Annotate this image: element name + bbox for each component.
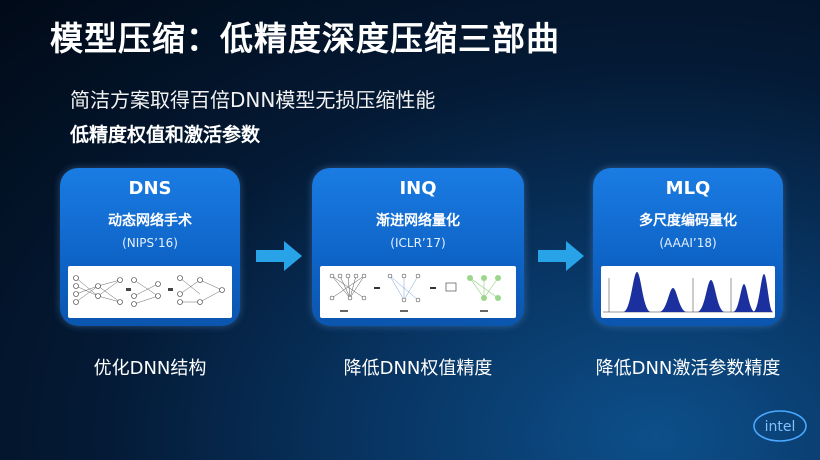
- page-title: 模型压缩：低精度深度压缩三部曲: [50, 19, 560, 58]
- intel-logo-icon: intel: [752, 408, 808, 448]
- mlq-card: MLQ 多尺度编码量化 (AAAI’18): [593, 168, 783, 326]
- card-caption: 降低DNN激活参数精度: [595, 358, 781, 379]
- card-ref: (AAAI’18): [659, 236, 717, 250]
- arrow-right-icon: [256, 241, 302, 275]
- incremental-quantization-figure: [320, 266, 516, 318]
- logo-text: intel: [765, 419, 796, 435]
- arrow-right-icon: [538, 241, 584, 275]
- card-name: INQ: [399, 178, 437, 199]
- emphasis-line: 低精度权值和激活参数: [70, 124, 261, 146]
- inq-card: INQ 渐进网络量化 (ICLR’17): [312, 168, 524, 326]
- card-desc: 动态网络手术: [108, 213, 192, 229]
- dns-card: DNS 动态网络手术 (NIPS’16): [60, 168, 240, 326]
- card-name: MLQ: [665, 178, 711, 199]
- card-name: DNS: [128, 178, 172, 199]
- card-desc: 渐进网络量化: [376, 213, 460, 229]
- activation-distribution-figure: [601, 266, 775, 318]
- card-caption: 优化DNN结构: [93, 358, 207, 379]
- card-desc: 多尺度编码量化: [639, 213, 737, 229]
- card-caption: 降低DNN权值精度: [343, 358, 493, 379]
- card-ref: (ICLR’17): [390, 236, 446, 250]
- card-ref: (NIPS’16): [122, 236, 178, 250]
- subtitle: 简洁方案取得百倍DNN模型无损压缩性能: [70, 88, 436, 112]
- network-pruning-figure: [68, 266, 232, 318]
